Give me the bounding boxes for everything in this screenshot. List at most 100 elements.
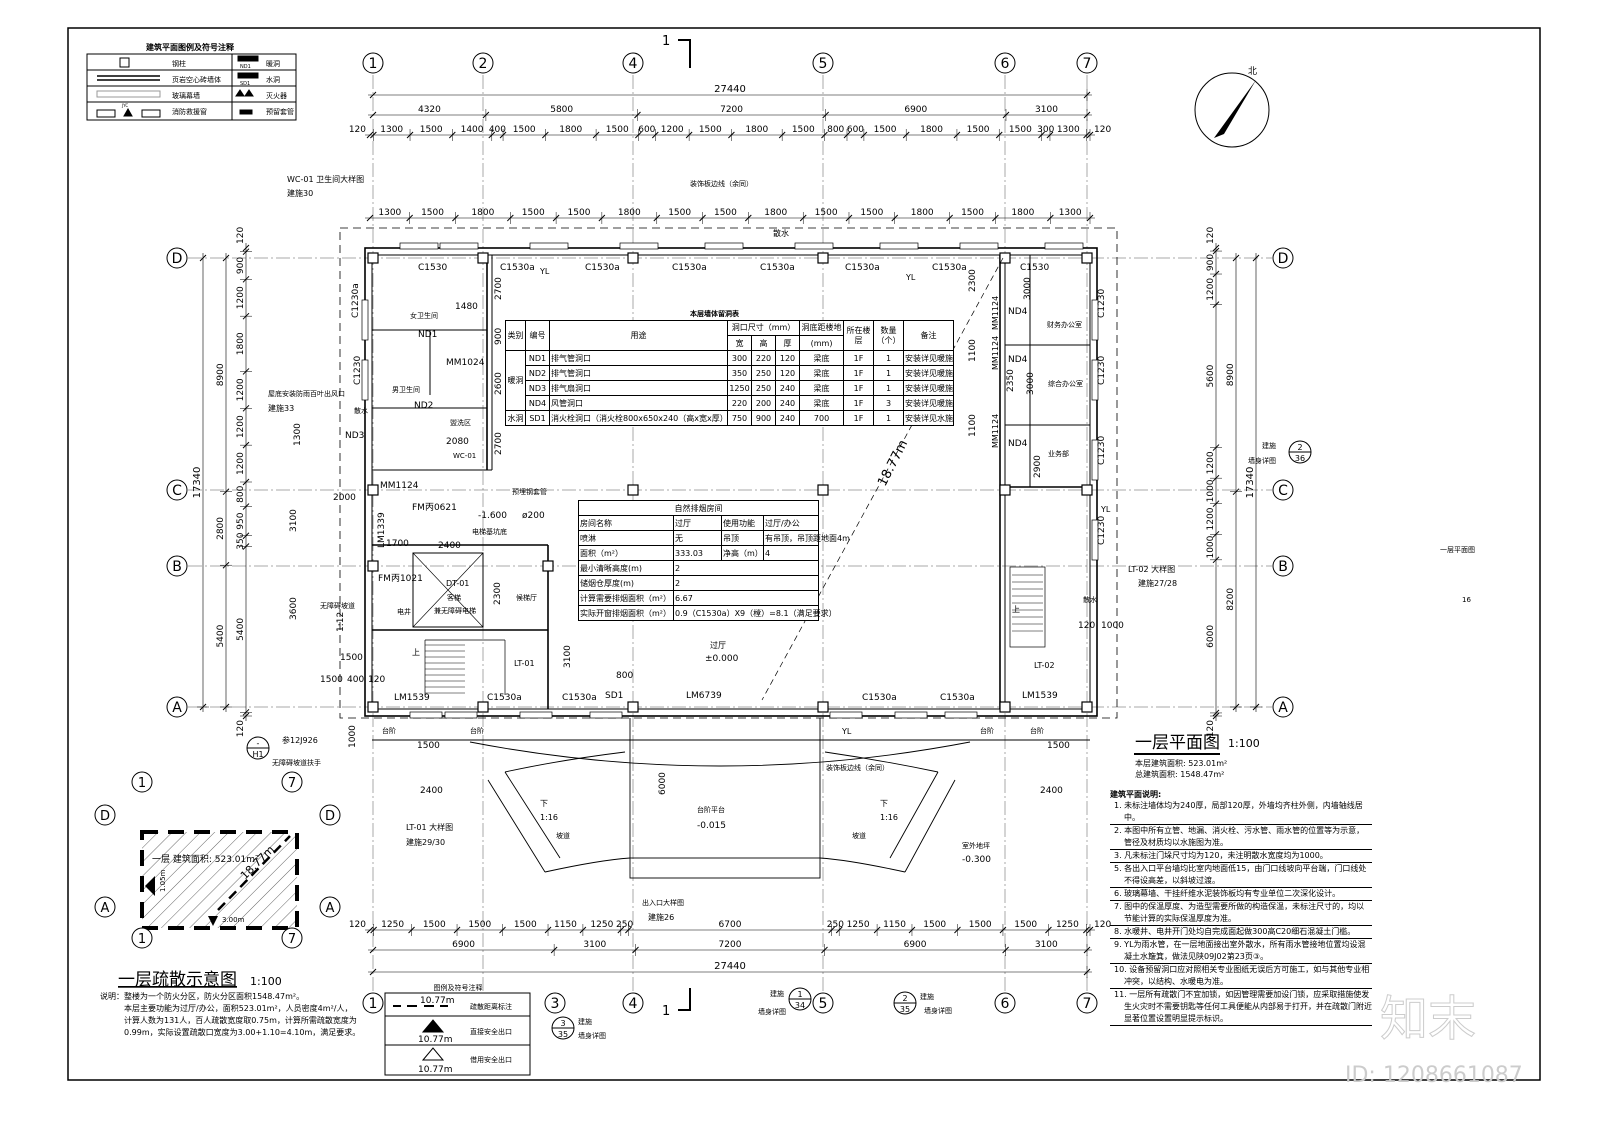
hole-cell: 梁底	[799, 395, 845, 411]
dimension-text: 7200	[720, 105, 743, 115]
axis-bubble-label: 3	[551, 996, 560, 1012]
plan-label: YL	[539, 267, 550, 276]
section-mark: 1	[662, 1004, 670, 1019]
dimension-text: 1500	[1009, 125, 1032, 135]
hole-cell: 梁底	[799, 350, 845, 366]
plan-label: 墙身详图	[1248, 456, 1276, 465]
axis-bubble	[994, 992, 1016, 1014]
axis-bubble-label: 7	[1083, 56, 1092, 72]
legend2-value: 10.77m	[420, 996, 455, 1006]
hole-cell: 安装详见暖施	[903, 365, 955, 381]
hole-cell: 240	[774, 380, 801, 396]
dimension-text: 8900	[216, 363, 226, 386]
plan-label: 2700	[494, 432, 504, 455]
note-item: 7. 图中的保温厚度、为造型需要所做的构造保温，未标注尺寸的，均以节能计算的实际…	[1110, 901, 1372, 926]
plan-label: MM1124	[991, 296, 1000, 330]
hole-cell: 1F	[843, 380, 875, 396]
plan-label: C1530a	[500, 263, 535, 273]
dimension-text: 1000	[1206, 479, 1216, 502]
plan-label: C1230	[1097, 356, 1107, 385]
plan-label: 出入口大样图	[642, 898, 684, 907]
plan-label: ND2	[414, 401, 433, 411]
plan-label: YL	[905, 273, 916, 282]
hole-cell: 安装详见暖施	[903, 350, 955, 366]
dimension-text: 1800	[1011, 208, 1034, 218]
hole-header: 洞底距楼地	[799, 320, 845, 336]
plan-label: 电梯基坑底	[472, 527, 507, 536]
plan-label: 120	[368, 675, 385, 685]
plan-label: 室外地坪	[962, 841, 990, 850]
plan-label: WC-01	[453, 452, 476, 460]
plan-label: 3000	[1026, 372, 1036, 395]
legend-title: 建筑平面图例及符号注释	[145, 42, 235, 52]
dimension-text: 1300	[1057, 125, 1080, 135]
plan-label: C1530a	[862, 693, 897, 703]
column	[999, 701, 1011, 713]
plan-label: 财务办公室	[1047, 320, 1082, 329]
dimension-text: 1500	[874, 125, 897, 135]
dimension-text: 6000	[1206, 625, 1216, 648]
legend2-item: 借用安全出口	[470, 1055, 512, 1064]
walls	[364, 247, 1098, 717]
dimension-text: 1300	[378, 208, 401, 218]
axis-bubble-label: 4	[629, 56, 638, 72]
note-item: 10. 设备预留洞口应对照相关专业图纸无误后方可施工，如与其他专业相冲突，以结构…	[1110, 964, 1372, 989]
plan-label: ND4	[1008, 355, 1028, 365]
column	[627, 484, 639, 496]
dimension-text: 8200	[1226, 588, 1236, 611]
plan-label: 散水	[1083, 595, 1097, 604]
dimension-text: 2800	[216, 517, 226, 540]
evac-axis-bubble	[281, 771, 303, 793]
north-label: 北	[1248, 66, 1257, 77]
window	[519, 711, 553, 719]
smoke-cell: 333.03	[673, 545, 722, 561]
plan-label: 墙身详图	[924, 1006, 952, 1015]
column	[542, 560, 554, 572]
plan-label: C1230a	[351, 283, 361, 318]
dimension-text: 1150	[883, 920, 906, 930]
hole-cell: 风管洞口	[549, 395, 728, 411]
plan-label: MM1124	[991, 336, 1000, 370]
column	[1081, 701, 1093, 713]
plan-label: 1100	[968, 339, 978, 362]
dimension-text: 1250	[381, 920, 404, 930]
plan-label: 上	[412, 648, 420, 657]
plan-label: 建施	[770, 989, 784, 998]
axis-bubble-label: 5	[819, 56, 828, 72]
dimension-text: 1500	[792, 125, 815, 135]
smoke-cell: 最小清晰高度(m)	[578, 560, 674, 576]
plan-label: 预埋钢套管	[512, 487, 547, 496]
plan-label: 400	[347, 675, 364, 685]
hole-cell: 梁底	[799, 365, 845, 381]
plan-label: FM丙0621	[412, 502, 457, 513]
axis-bubble-label: B	[1278, 559, 1288, 575]
detail-mark-number: 3	[560, 1019, 565, 1028]
plan-label: DT-01	[446, 579, 469, 588]
plan-label: 1300	[293, 423, 303, 446]
dimension-text: 120	[349, 125, 366, 135]
plan-label: 900	[494, 328, 504, 345]
dimension-text: 3100	[1035, 105, 1058, 115]
column	[817, 484, 829, 496]
dimension-text: 120	[1094, 125, 1111, 135]
axis-bubble-label: C	[172, 483, 182, 499]
hole-cell: 1	[873, 350, 905, 366]
dimension-text: 1800	[911, 208, 934, 218]
dimension-text: 1500	[699, 125, 722, 135]
dimension-text: 17340	[1245, 467, 1256, 499]
smoke-table-row: 储烟仓厚度(m)2	[578, 575, 819, 591]
plan-label: 综合办公室	[1048, 379, 1083, 388]
hole-cell: 220	[751, 350, 776, 366]
plan-label: -1.600	[478, 511, 507, 521]
legend-item: 消防救援窗	[172, 107, 207, 116]
plan-label: 1700	[386, 539, 409, 549]
plan-label: 2400	[438, 541, 461, 551]
plan-label: 台阶平台	[697, 805, 725, 814]
total-area: 总建筑面积: 1548.47m²	[1135, 769, 1224, 779]
dimension-text: 1200	[1206, 278, 1216, 301]
column	[1081, 484, 1093, 496]
plan-label: 建施	[920, 992, 934, 1001]
smoke-cell: 房间名称	[578, 515, 674, 531]
hole-group: 水洞	[505, 410, 526, 426]
